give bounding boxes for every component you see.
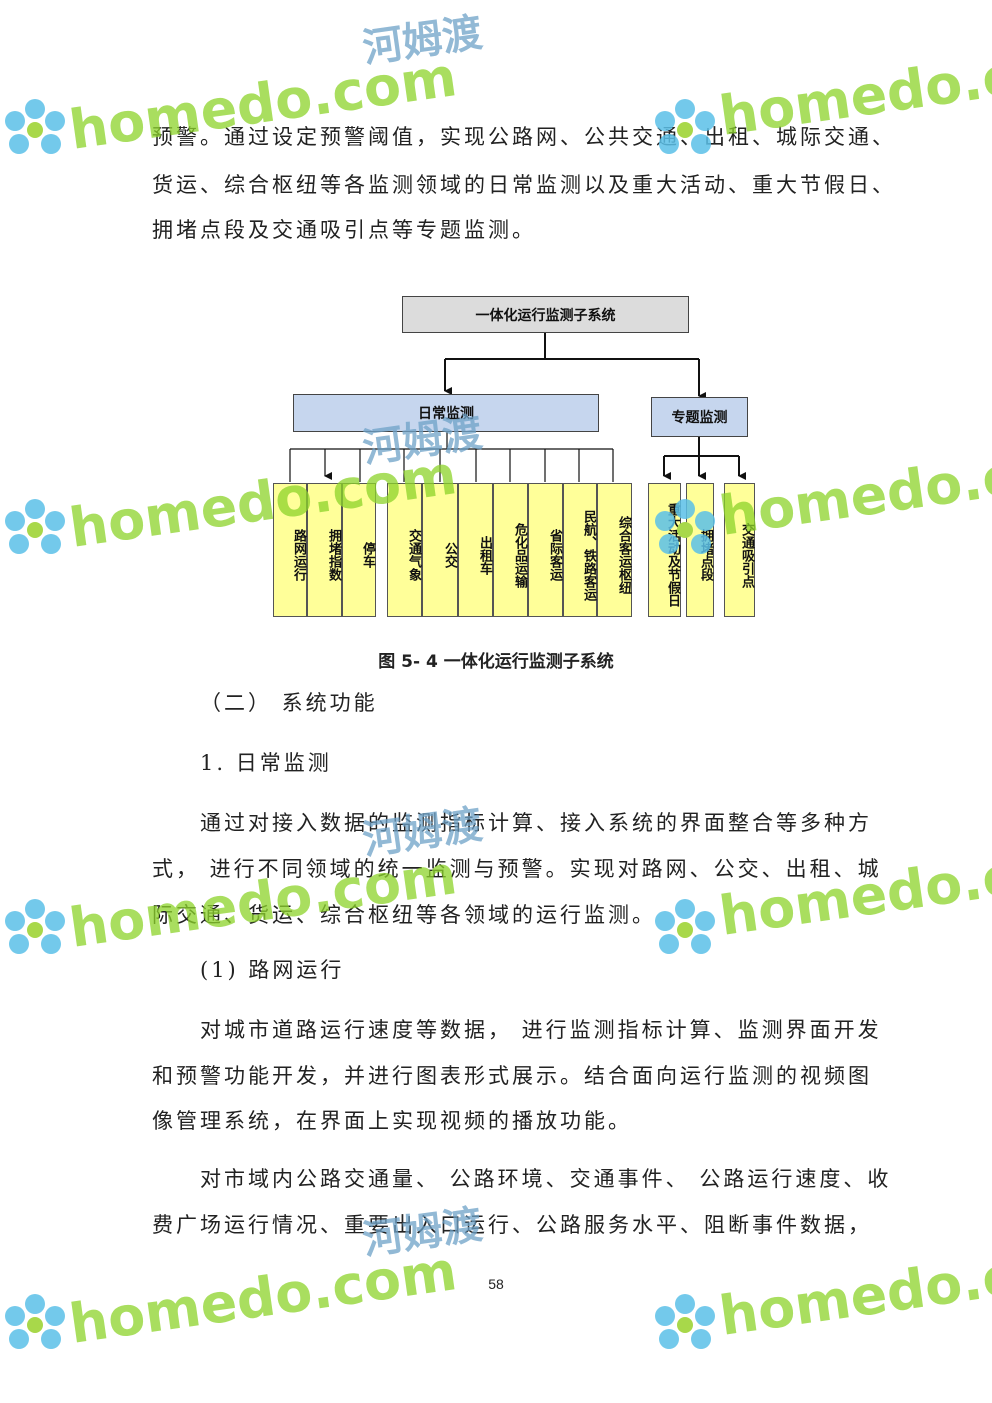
text-line: 像管理系统，在界面上实现视频的播放功能。 — [152, 1109, 632, 1133]
watermark — [0, 1290, 70, 1364]
leaf-congestion-index: 拥堵指数 — [307, 483, 342, 617]
page-number: 58 — [488, 1276, 504, 1292]
special-monitoring-node: 专题监测 — [651, 397, 748, 437]
leaf-hub: 综合客运枢纽 — [597, 483, 632, 617]
subsection-heading: 1. 日常监测 — [200, 751, 332, 775]
watermark-text: homedo.com — [65, 1239, 461, 1356]
leaf-parking: 停车 — [342, 483, 376, 617]
text-line: 拥堵点段及交通吸引点等专题监测。 — [152, 218, 536, 242]
leaf-taxi: 出租车 — [458, 483, 493, 617]
text-line: 货运、综合枢纽等各监测领域的日常监测以及重大活动、重大节假日、 — [152, 173, 896, 197]
text-line: 通过对接入数据的监测指标计算、接入系统的界面整合等多种方 — [200, 811, 872, 835]
leaf-weather: 交通气象 — [387, 483, 422, 617]
flower-logo-icon — [655, 1294, 715, 1349]
figure-caption: 图 5- 4 一体化运行监测子系统 — [378, 652, 614, 672]
leaf-hazmat: 危化品运输 — [493, 483, 528, 617]
watermark — [650, 895, 720, 969]
leaf-congestion-points: 拥堵点段 — [686, 483, 714, 617]
watermark — [0, 895, 70, 969]
text-line: 和预警功能开发，并进行图表形式展示。结合面向运行监测的视频图 — [152, 1064, 872, 1088]
item-heading: (1) 路网运行 — [200, 958, 345, 982]
diagram-connectors — [289, 333, 746, 482]
flower-logo-icon — [5, 1294, 65, 1349]
leaf-attraction-points: 交通吸引点 — [724, 483, 755, 617]
leaf-bus: 公交 — [422, 483, 458, 617]
text-line: 对市域内公路交通量、 公路环境、交通事件、 公路运行速度、收 — [200, 1167, 892, 1191]
section-heading: （二） 系统功能 — [200, 691, 378, 715]
watermark — [650, 1290, 720, 1364]
flower-logo-icon — [5, 899, 65, 954]
text-line: 式， 进行不同领域的统一监测与预警。实现对路网、公交、出租、城 — [152, 857, 882, 881]
watermark-text: homedo.com — [715, 831, 992, 948]
text-line: 际交通、货运、综合枢纽等各领域的运行监测。 — [152, 903, 656, 927]
text-line: 费广场运行情况、重要出入口运行、公路服务水平、阻断事件数据， — [152, 1213, 872, 1237]
text-line: 对城市道路运行速度等数据， 进行监测指标计算、监测界面开发 — [200, 1018, 882, 1042]
flower-logo-icon — [655, 899, 715, 954]
daily-monitoring-node: 日常监测 — [293, 394, 599, 432]
root-node: 一体化运行监测子系统 — [402, 296, 689, 333]
text-line: 预警。通过设定预警阈值，实现公路网、公共交通、出租、城际交通、 — [152, 125, 896, 149]
leaf-air-rail: 民航、铁路客运 — [563, 483, 597, 617]
leaf-intercity: 省际客运 — [528, 483, 563, 617]
leaf-major-events: 重大活动及节假日 — [648, 483, 681, 617]
leaf-road-network: 路网运行 — [273, 483, 307, 617]
